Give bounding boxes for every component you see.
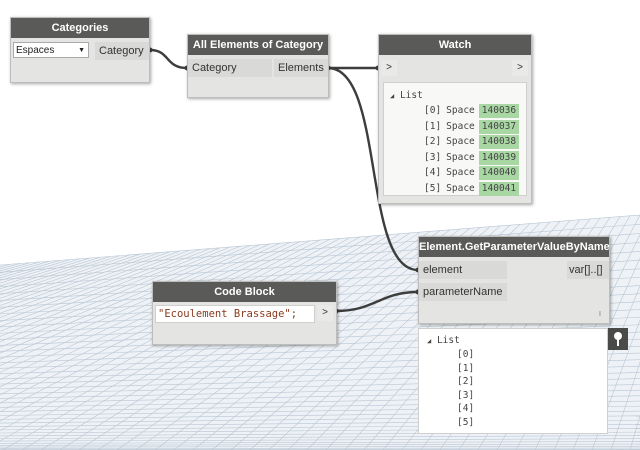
wire-elements-to-element (327, 66, 419, 272)
item-index: [1] (424, 120, 442, 132)
item-type: Space (446, 105, 475, 116)
item-type: Space (446, 136, 475, 147)
output-port-category[interactable]: Category (95, 42, 149, 60)
output-port-label: var[]..[] (569, 264, 603, 276)
node-title: Code Block (153, 282, 336, 302)
element-id-badge[interactable]: 140040 (478, 166, 520, 180)
item-type: Space (446, 151, 475, 163)
categories-node[interactable]: Categories Espaces ▼ Category (10, 17, 150, 83)
triangle-down-icon: ◢ (427, 337, 432, 345)
output-port-elements[interactable]: Elements (274, 59, 328, 77)
triangle-down-icon: ◢ (390, 92, 395, 100)
item-type: Space (446, 182, 475, 194)
item-type: Space (446, 120, 475, 132)
item-type: Space (446, 167, 475, 178)
node-title: Element.GetParameterValueByName (419, 237, 609, 257)
get-parameter-node[interactable]: Element.GetParameterValueByName element … (418, 236, 610, 324)
preview-list-item: [1] (457, 362, 475, 374)
item-index: [3] (424, 151, 442, 163)
input-port-parametername[interactable]: parameterName (419, 283, 507, 301)
category-dropdown[interactable]: Espaces ▼ (13, 42, 89, 58)
list-header[interactable]: ◢ List (390, 90, 423, 101)
output-port-label: Category (99, 45, 144, 57)
preview-list-header[interactable]: ◢ List (427, 335, 460, 346)
code-text: "Ecoulement Brassage"; (158, 308, 298, 320)
dropdown-arrow-icon: ▼ (78, 47, 85, 54)
input-port-label: parameterName (423, 286, 503, 298)
watch-output-port[interactable]: > (512, 60, 528, 76)
input-port-category[interactable]: Category (188, 59, 272, 77)
node-title: All Elements of Category (188, 35, 328, 55)
input-port-label: Category (192, 62, 237, 74)
preview-list-item: [4] (457, 403, 475, 414)
element-id-badge[interactable]: 140037 (478, 119, 520, 134)
lacing-marker[interactable]: I (599, 311, 601, 318)
code-output-port[interactable]: > (317, 305, 333, 321)
watch-input-port[interactable]: > (381, 60, 397, 76)
all-elements-node[interactable]: All Elements of Category Category Elemen… (187, 34, 329, 98)
connector-wires (149, 48, 419, 313)
node-title: Categories (11, 18, 149, 38)
input-port-label: element (423, 264, 463, 276)
preview-list-item: [0] (457, 349, 475, 360)
element-id-badge[interactable]: 140039 (478, 150, 520, 165)
item-index: [4] (424, 167, 442, 178)
dropdown-value: Espaces (16, 45, 55, 56)
pin-button[interactable] (608, 328, 628, 350)
item-index: [2] (424, 136, 442, 147)
code-editor[interactable]: "Ecoulement Brassage"; (155, 305, 315, 323)
preview-list-item: [5] (457, 416, 475, 428)
element-id-badge[interactable]: 140036 (478, 104, 520, 118)
node-title: Watch (379, 35, 531, 55)
item-index: [5] (424, 182, 442, 194)
preview-bubble: ◢ List [0] [1] [2] [3] [4] [5] (418, 328, 608, 434)
output-port-label: Elements (278, 62, 324, 74)
input-port-element[interactable]: element (419, 261, 507, 279)
element-id-badge[interactable]: 140038 (478, 135, 520, 149)
item-index: [0] (424, 105, 442, 116)
wire-code-to-param (335, 290, 419, 313)
code-block-node[interactable]: Code Block "Ecoulement Brassage"; > (152, 281, 337, 345)
pin-icon (614, 332, 622, 346)
preview-list-item: [2] (457, 376, 475, 387)
preview-list-item: [3] (457, 389, 475, 401)
wire-category (149, 48, 188, 70)
output-port-var[interactable]: var[]..[] (567, 261, 609, 279)
element-id-badge[interactable]: 140041 (478, 181, 520, 196)
